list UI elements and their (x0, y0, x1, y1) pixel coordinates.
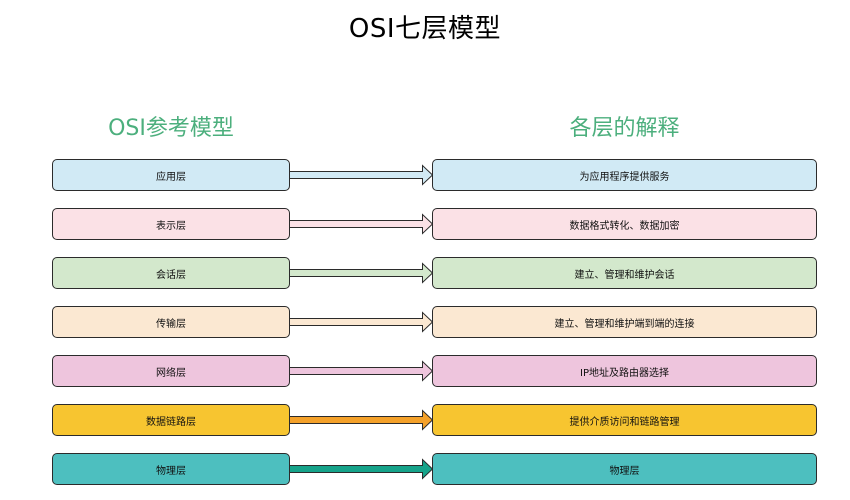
layer-description-box: 建立、管理和维护会话 (432, 257, 817, 289)
layer-row: 会话层 建立、管理和维护会话 (0, 257, 850, 291)
layer-row: 数据链路层 提供介质访问和链路管理 (0, 404, 850, 438)
layer-description-box: 物理层 (432, 453, 817, 485)
diagram-title: OSI七层模型 (348, 14, 502, 44)
layer-name-box: 表示层 (52, 208, 290, 240)
layer-description-box: 为应用程序提供服务 (432, 159, 817, 191)
layer-row: 传输层 建立、管理和维护端到端的连接 (0, 306, 850, 340)
layer-description-box: 提供介质访问和链路管理 (432, 404, 817, 436)
arrow-icon (289, 164, 434, 186)
layer-row: 网络层 IP地址及路由器选择 (0, 355, 850, 389)
layer-name-box: 数据链路层 (52, 404, 290, 436)
layer-row: 物理层 物理层 (0, 453, 850, 487)
arrow-icon (289, 458, 434, 480)
layer-name-box: 网络层 (52, 355, 290, 387)
layer-name-box: 传输层 (52, 306, 290, 338)
left-column-heading: OSI参考模型 (108, 116, 234, 141)
arrow-icon (289, 409, 434, 431)
arrow-icon (289, 360, 434, 382)
arrow-icon (289, 311, 434, 333)
layer-name-box: 物理层 (52, 453, 290, 485)
layer-name-box: 应用层 (52, 159, 290, 191)
layer-row: 表示层 数据格式转化、数据加密 (0, 208, 850, 242)
layer-description-box: 数据格式转化、数据加密 (432, 208, 817, 240)
layer-row: 应用层 为应用程序提供服务 (0, 159, 850, 193)
arrow-icon (289, 262, 434, 284)
layer-description-box: 建立、管理和维护端到端的连接 (432, 306, 817, 338)
layer-name-box: 会话层 (52, 257, 290, 289)
arrow-icon (289, 213, 434, 235)
right-column-heading: 各层的解释 (569, 116, 680, 141)
layer-description-box: IP地址及路由器选择 (432, 355, 817, 387)
